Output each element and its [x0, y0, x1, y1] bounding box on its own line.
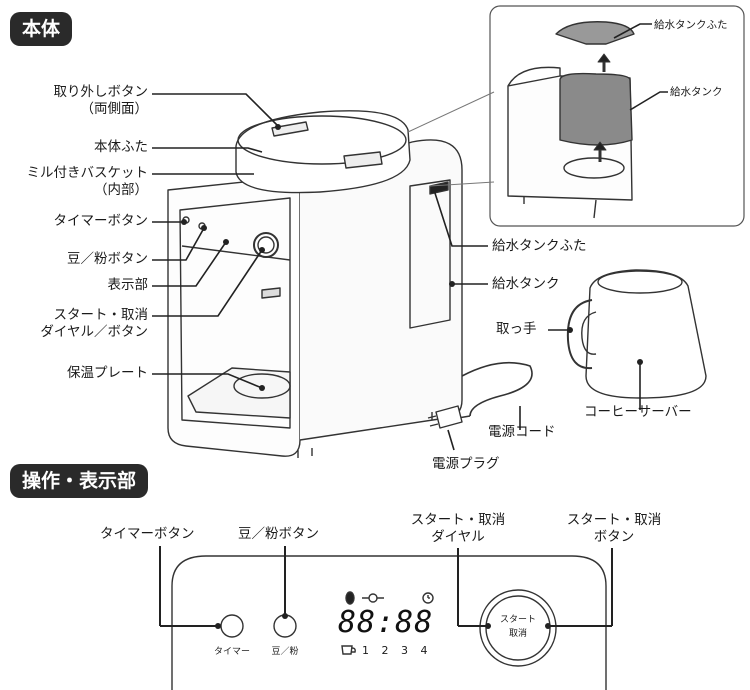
- panel-label-start-button: スタート・取消 ボタン: [566, 512, 662, 545]
- label-handle: 取っ手: [496, 321, 537, 337]
- cup-number: 1: [362, 644, 369, 657]
- label-tank-lid: 給水タンクふた: [492, 238, 587, 254]
- label-release-button: 取り外しボタン （両側面）: [53, 84, 149, 117]
- panel-label-dial: スタート・取消 ダイヤル: [410, 512, 506, 545]
- power-cord-shape: [461, 361, 533, 417]
- section-panel: 操作・表示部: [10, 464, 149, 498]
- panel-label-bean-powder: 豆／粉ボタン: [238, 526, 319, 542]
- inset-tank-shape: [559, 72, 633, 146]
- dial-cancel-text: 取消: [508, 629, 527, 639]
- inset-frame: [489, 5, 745, 227]
- server-handle-shape: [566, 299, 593, 370]
- server-shape: [585, 269, 707, 399]
- label-warming-plate: 保温プレート: [67, 365, 148, 381]
- inset-label-tank-lid: 給水タンクふた: [654, 19, 728, 31]
- bean-caption: 豆／粉: [271, 647, 299, 657]
- power-plug-shape: [435, 405, 463, 429]
- label-timer-button: タイマーボタン: [53, 213, 149, 229]
- label-power-plug: 電源プラグ: [432, 456, 500, 472]
- release-button-shape: [271, 121, 309, 137]
- cup-number: 3: [401, 644, 408, 657]
- label-body-lid: 本体ふた: [94, 139, 148, 155]
- label-tank: 給水タンク: [492, 276, 560, 292]
- label-power-cord: 電源コード: [488, 424, 556, 440]
- dial-start-text: スタート: [499, 615, 536, 625]
- cup-numbers: 1 2 3 4: [362, 644, 437, 658]
- label-bean-powder-button: 豆／粉ボタン: [67, 251, 148, 267]
- label-mill-basket: ミル付きバスケット （内部）: [26, 165, 149, 198]
- label-start-cancel: スタート・取消 ダイヤル／ボタン: [40, 307, 148, 340]
- panel-label-timer: タイマーボタン: [100, 526, 195, 542]
- label-display: 表示部: [107, 277, 149, 293]
- cup-number: 2: [381, 644, 389, 657]
- label-server: コーヒーサーバー: [584, 404, 692, 420]
- timer-button-shape: [220, 614, 244, 638]
- timer-caption: タイマー: [213, 647, 250, 657]
- section-main-body: 本体: [10, 12, 73, 46]
- control-panel-outline: [171, 555, 607, 690]
- front-window: [179, 197, 291, 429]
- side-tank: [409, 179, 451, 329]
- cup-number: 4: [420, 644, 428, 657]
- inset-label-tank: 給水タンク: [670, 86, 723, 98]
- display-digits: 88:88: [338, 605, 434, 640]
